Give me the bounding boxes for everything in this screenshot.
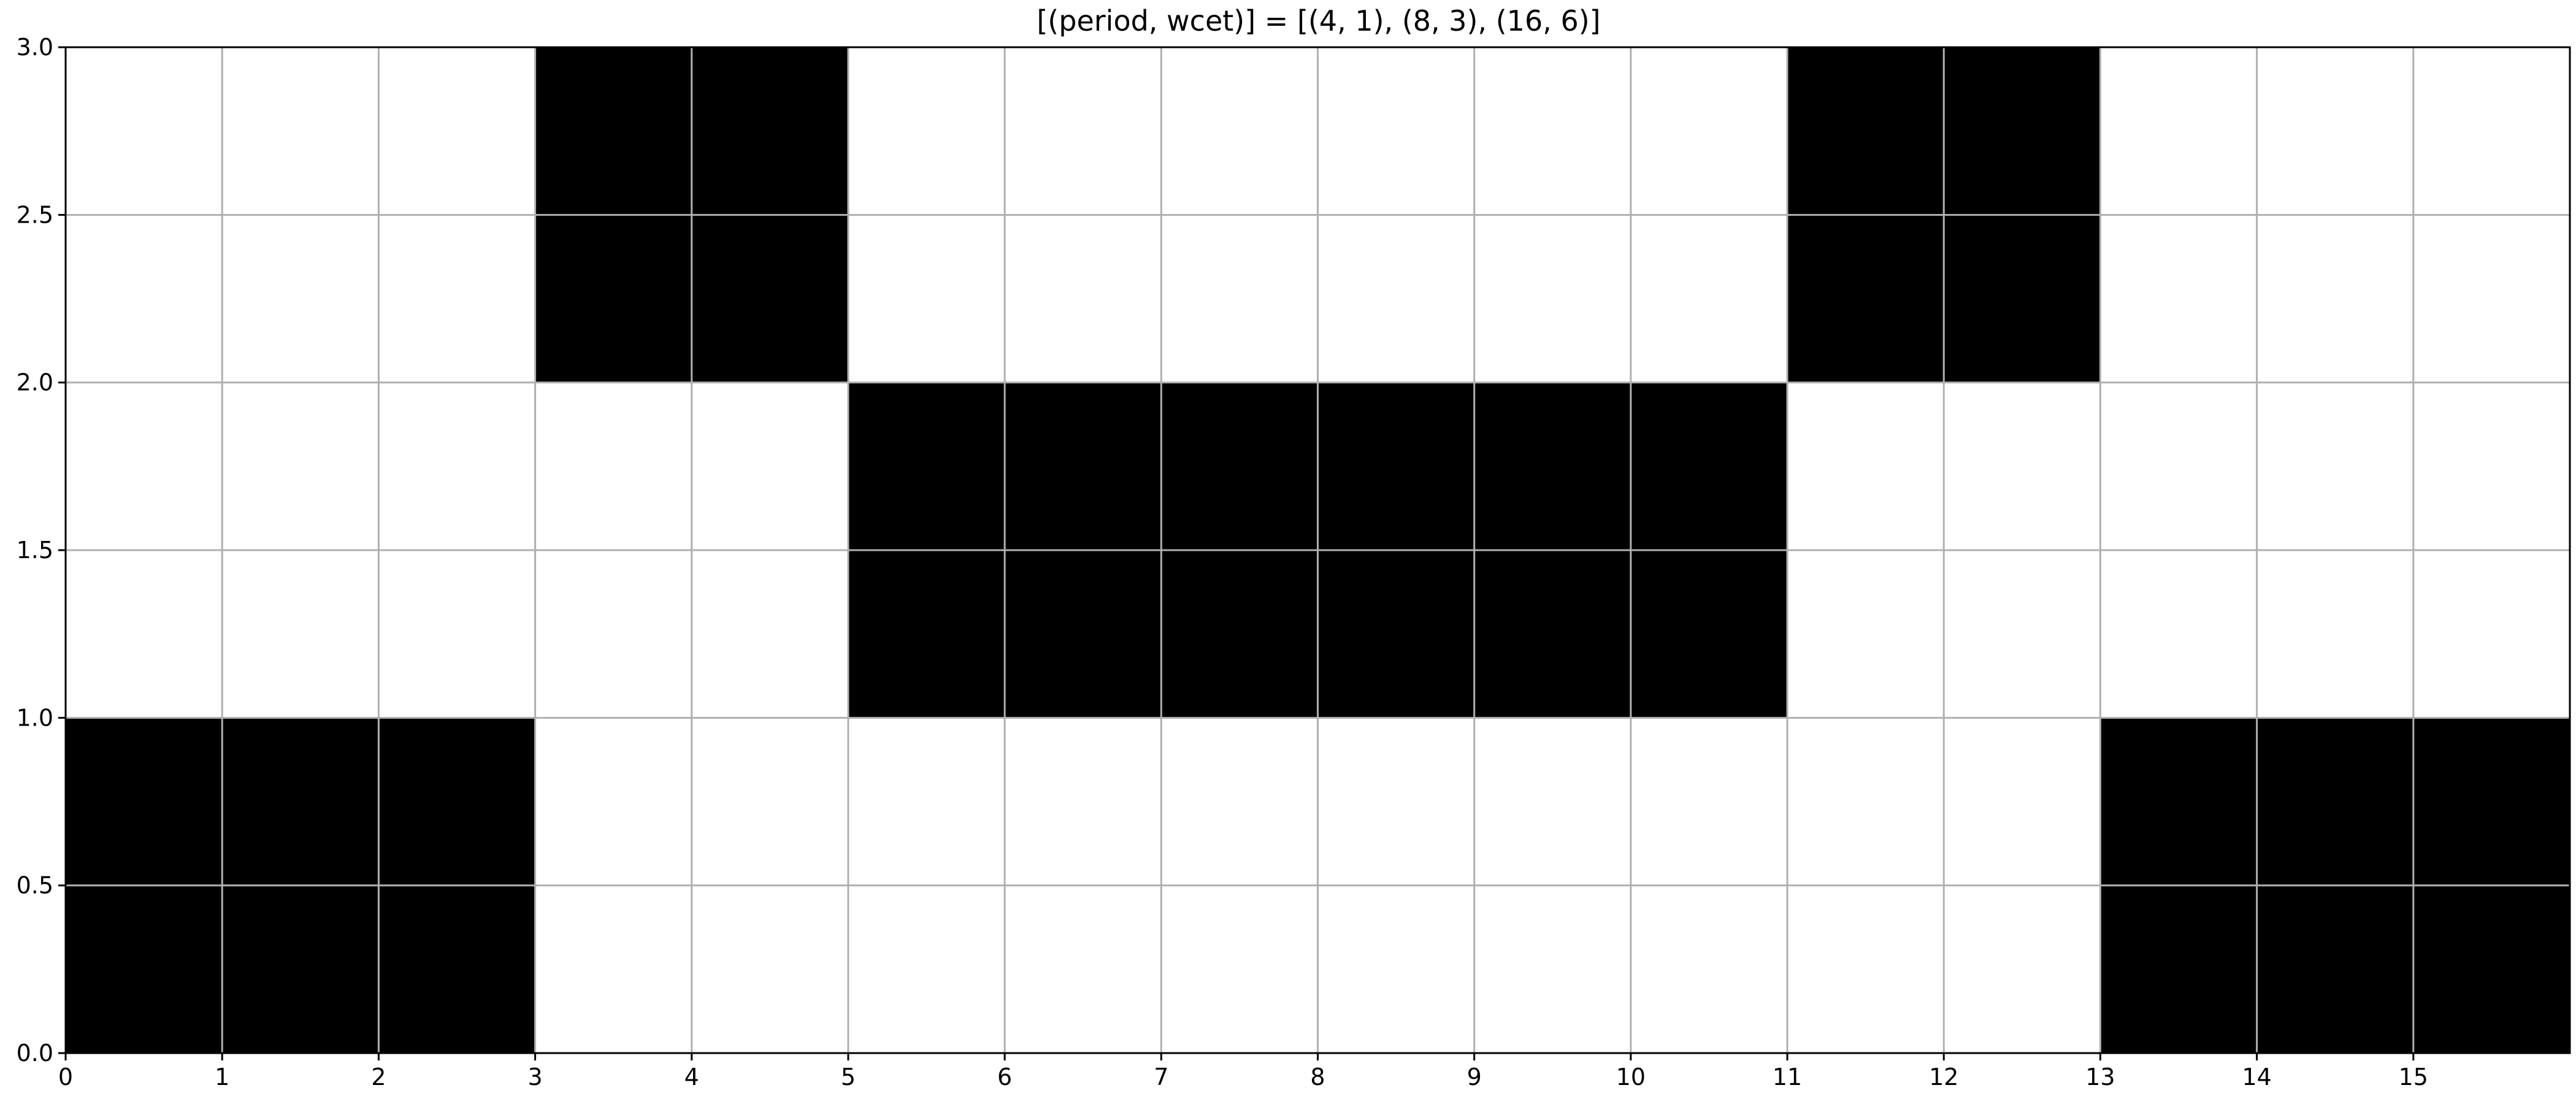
x-tick-label-2: 2: [371, 1064, 386, 1091]
x-tick-label-3: 3: [527, 1064, 542, 1091]
x-tick-label-9: 9: [1467, 1064, 1482, 1091]
x-tick-label-7: 7: [1154, 1064, 1168, 1091]
y-tick-label-3: 1.5: [17, 537, 53, 564]
x-tick-label-15: 15: [2399, 1064, 2428, 1091]
x-tick-label-1: 1: [215, 1064, 229, 1091]
y-tick-label-0: 0.0: [17, 1040, 53, 1067]
y-tick-label-6: 3.0: [17, 34, 53, 61]
x-tick-label-8: 8: [1310, 1064, 1325, 1091]
x-tick-label-12: 12: [1929, 1064, 1958, 1091]
x-tick-label-14: 14: [2242, 1064, 2271, 1091]
y-tick-label-1: 0.5: [17, 872, 53, 899]
x-tick-label-0: 0: [58, 1064, 73, 1091]
x-tick-label-10: 10: [1616, 1064, 1646, 1091]
y-tick-label-5: 2.5: [17, 201, 53, 228]
y-tick-label-4: 2.0: [17, 369, 53, 396]
x-tick-label-13: 13: [2085, 1064, 2115, 1091]
x-tick-label-11: 11: [1773, 1064, 1802, 1091]
x-tick-label-4: 4: [684, 1064, 699, 1091]
x-tick-label-5: 5: [841, 1064, 856, 1091]
x-tick-label-6: 6: [997, 1064, 1012, 1091]
y-tick-label-2: 1.0: [17, 704, 53, 731]
chart-title: [(period, wcet)] = [(4, 1), (8, 3), (16,…: [1037, 4, 1600, 37]
